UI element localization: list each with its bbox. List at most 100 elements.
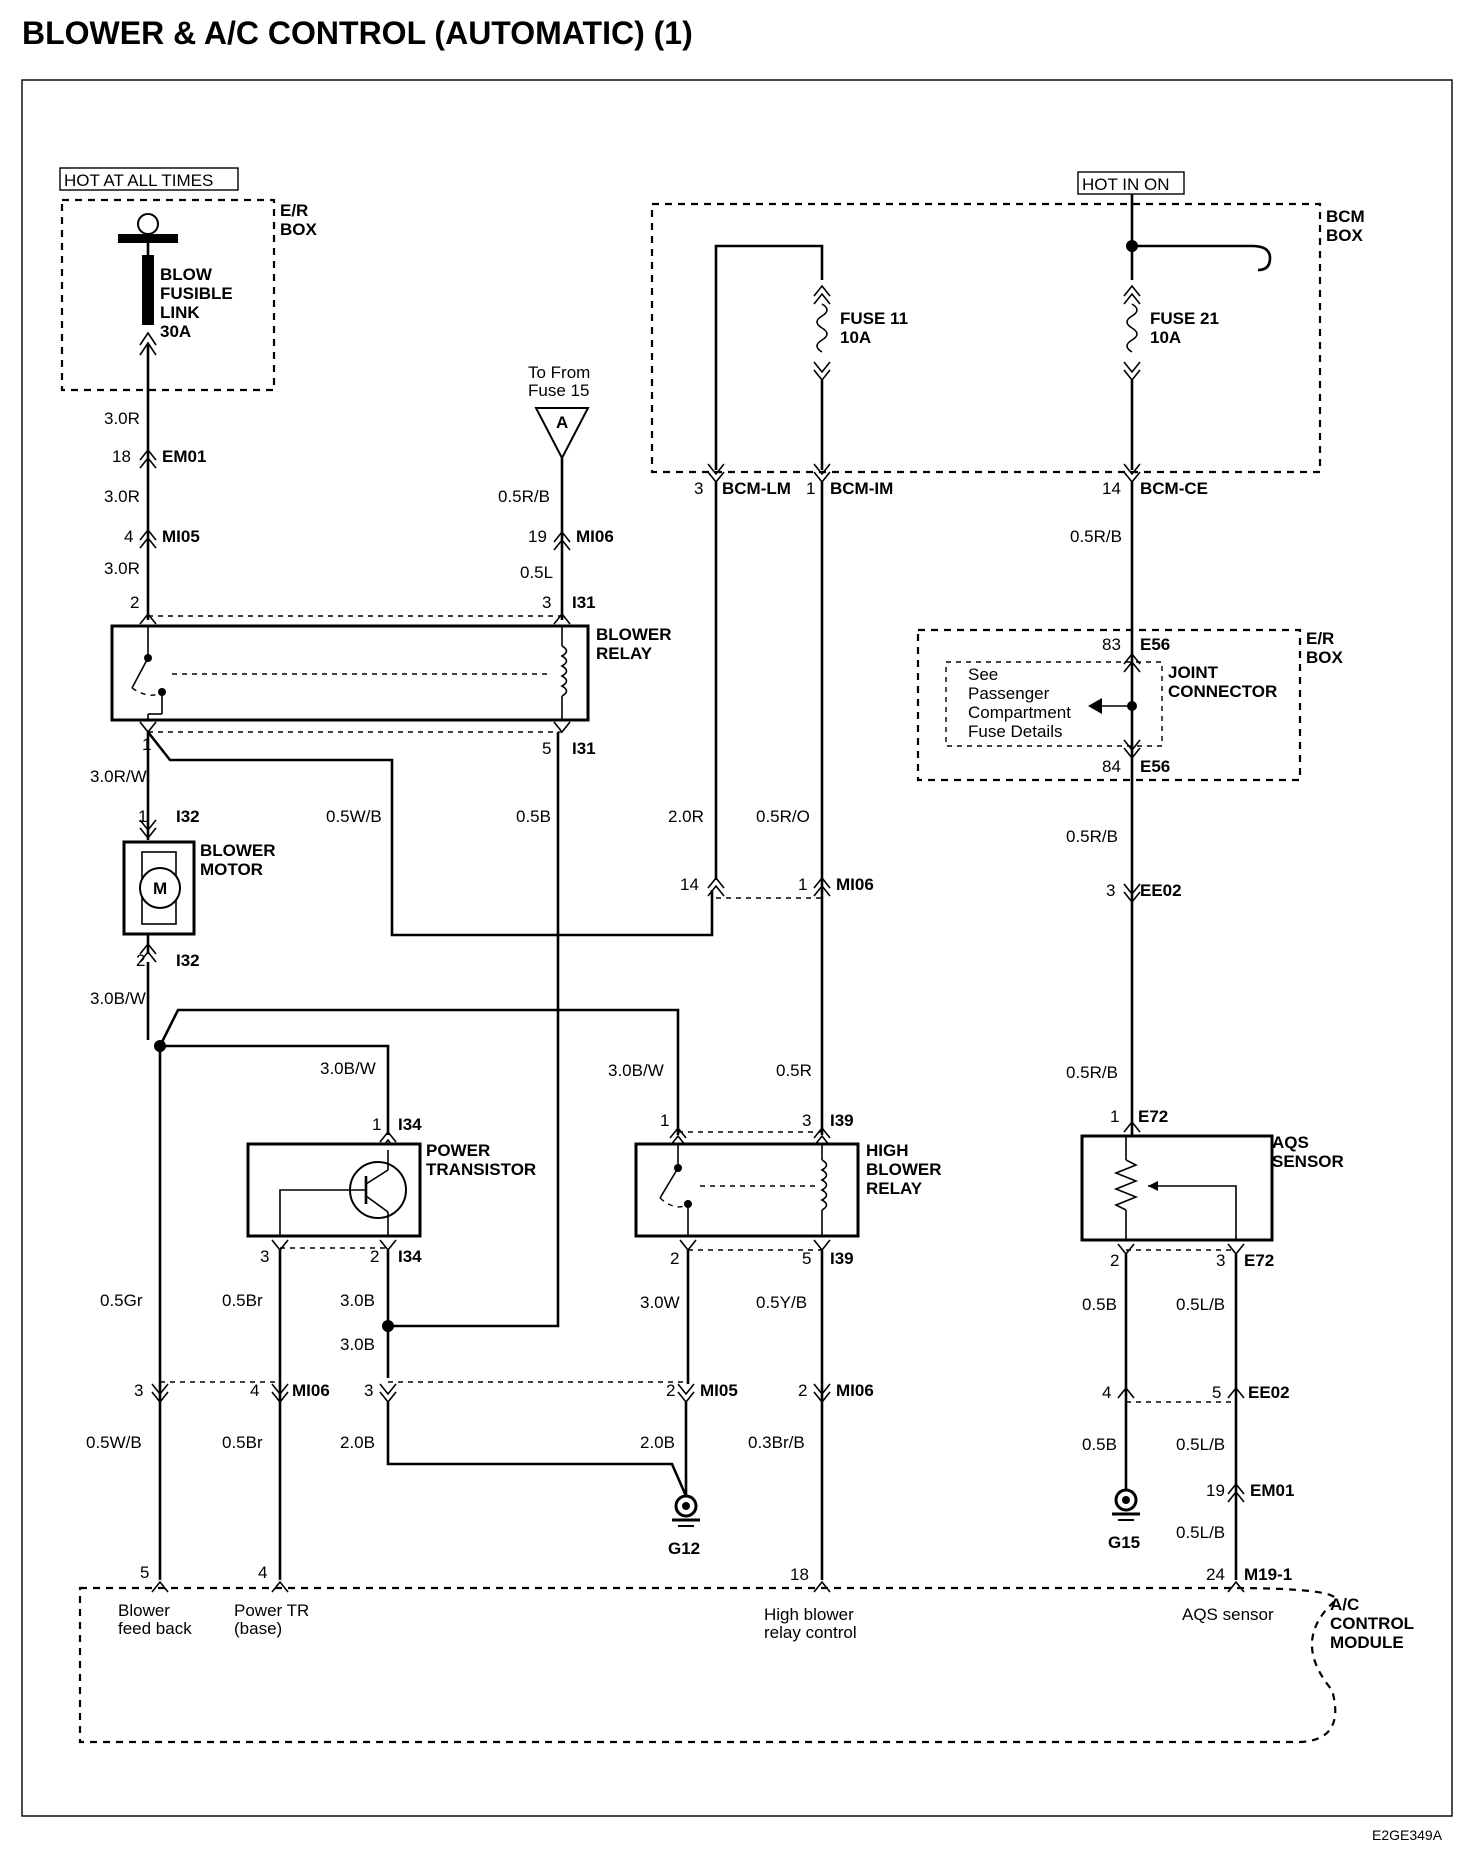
module-feed-label-2: feed back	[118, 1619, 192, 1638]
pin-label: 2	[670, 1249, 679, 1268]
pin-label: 3	[802, 1111, 811, 1130]
connector-i32-bottom: I32	[176, 951, 200, 970]
wire-label: 2.0B	[340, 1433, 375, 1452]
wire-05b	[388, 732, 560, 1328]
fuse-21-rating: 10A	[1150, 328, 1181, 347]
blower-relay-label-2: RELAY	[596, 644, 653, 663]
er-box-right	[916, 628, 1302, 782]
wire-label: 0.5B	[1082, 1435, 1117, 1454]
pin-label: 1	[138, 807, 147, 826]
ac-module-label-2: CONTROL	[1330, 1614, 1414, 1633]
blower-relay-label-1: BLOWER	[596, 625, 672, 644]
wire-label: 0.5R/B	[1066, 827, 1118, 846]
relay-coil-icon	[560, 626, 568, 720]
wire-label: 0.5Br	[222, 1433, 263, 1452]
connector-a-icon	[534, 407, 590, 461]
connector-a-label: A	[556, 413, 568, 432]
pin-label: 2	[1110, 1251, 1119, 1270]
wire-label: 3.0B/W	[90, 989, 146, 1008]
wire-label: 0.5W/B	[326, 807, 382, 826]
wire-bcm-loop	[714, 244, 824, 470]
relay-switch-icon	[131, 626, 166, 720]
see-note-3: Compartment	[968, 703, 1071, 722]
bcm-ce-label: BCM-CE	[1140, 479, 1208, 498]
connector-mi05-lower: MI05	[700, 1381, 738, 1400]
wire-label: 0.5L/B	[1176, 1523, 1225, 1542]
joint-connector-label-1: JOINT	[1168, 663, 1219, 682]
pin-label: 1	[798, 875, 807, 894]
to-from-label-2: Fuse 15	[528, 381, 589, 400]
pin-label: 3	[134, 1381, 143, 1400]
connector-e56-bottom: E56	[1140, 757, 1170, 776]
connector-m19: M19-1	[1244, 1565, 1292, 1584]
fuse-11-rating: 10A	[840, 328, 871, 347]
high-relay-switch-icon	[659, 1144, 692, 1236]
module-aqs-label: AQS sensor	[1182, 1605, 1274, 1624]
battery-terminal-icon	[118, 213, 178, 243]
wire-label: 3.0B	[340, 1335, 375, 1354]
module-ptr-label-2: (base)	[234, 1619, 282, 1638]
fusible-link-label-4: 30A	[160, 322, 191, 341]
fuse-21-icon	[1126, 303, 1138, 353]
wire-label: 2.0B	[640, 1433, 675, 1452]
motor-symbol: M	[153, 879, 167, 898]
wire-label: 0.3Br/B	[748, 1433, 805, 1452]
to-from-label-1: To From	[528, 363, 590, 382]
pin-label: 3	[542, 593, 551, 612]
wire-label: 0.5R/B	[498, 487, 550, 506]
pin-label: 83	[1102, 635, 1121, 654]
connector-mi06-icon	[553, 530, 571, 551]
wire-label: 0.5Gr	[100, 1291, 143, 1310]
see-note-4: Fuse Details	[968, 722, 1062, 741]
drawing-code: E2GE349A	[1372, 1827, 1443, 1843]
pin-label: 1	[372, 1115, 381, 1134]
pin-label: 4	[124, 527, 133, 546]
wire-label: 0.5L/B	[1176, 1295, 1225, 1314]
er-box-left-label-2: BOX	[280, 220, 318, 239]
module-feed-label-1: Blower	[118, 1601, 170, 1620]
connector-mi06: MI06	[576, 527, 614, 546]
module-hbr-label-1: High blower	[764, 1605, 854, 1624]
connector-i39: I39	[830, 1111, 854, 1130]
diagram-frame	[21, 79, 1453, 1817]
see-note-1: See	[968, 665, 998, 684]
arrow-left-icon	[1088, 698, 1102, 714]
wire-label: 0.5L	[520, 563, 553, 582]
wire-label: 0.5R	[776, 1061, 812, 1080]
ac-control-module	[78, 1586, 1338, 1744]
connector-em01: EM01	[162, 447, 206, 466]
power-transistor-label-1: POWER	[426, 1141, 490, 1160]
bcm-lm-label: BCM-LM	[722, 479, 791, 498]
connector-mi05-icon	[139, 528, 157, 549]
transistor-icon	[279, 1150, 407, 1236]
pin-label: 24	[1206, 1565, 1225, 1584]
pin-label: 2	[370, 1247, 379, 1266]
er-box-left	[60, 198, 276, 392]
connector-i34-bottom: I34	[398, 1247, 422, 1266]
wire-label: 3.0B/W	[608, 1061, 664, 1080]
module-ptr-label-1: Power TR	[234, 1601, 309, 1620]
connector-i39-bottom: I39	[830, 1249, 854, 1268]
ac-module-label-1: A/C	[1330, 1595, 1359, 1614]
connector-ee02: EE02	[1140, 881, 1182, 900]
connector-i34: I34	[398, 1115, 422, 1134]
pin-label: 1	[1110, 1107, 1119, 1126]
fusible-link-label-2: FUSIBLE	[160, 284, 233, 303]
high-relay-label-1: HIGH	[866, 1141, 909, 1160]
motor-icon	[139, 867, 181, 909]
aqs-label-2: SENSOR	[1272, 1152, 1344, 1171]
pin-label: 2	[136, 951, 145, 970]
wire-label: 3.0B	[340, 1291, 375, 1310]
pin-label: 3	[260, 1247, 269, 1266]
ac-module-label-3: MODULE	[1330, 1633, 1404, 1652]
connector-mi05: MI05	[162, 527, 200, 546]
fuse-21-label: FUSE 21	[1150, 309, 1219, 328]
fuse-11-label: FUSE 11	[840, 309, 908, 328]
ground-g15-icon	[1112, 1488, 1140, 1521]
pin-label: 4	[258, 1563, 267, 1582]
connector-em01-right: EM01	[1250, 1481, 1294, 1500]
pin-label: 3	[1106, 881, 1115, 900]
wire-label: 0.5Br	[222, 1291, 263, 1310]
ground-g12: G12	[668, 1539, 700, 1558]
pin-label: 4	[1102, 1383, 1111, 1402]
